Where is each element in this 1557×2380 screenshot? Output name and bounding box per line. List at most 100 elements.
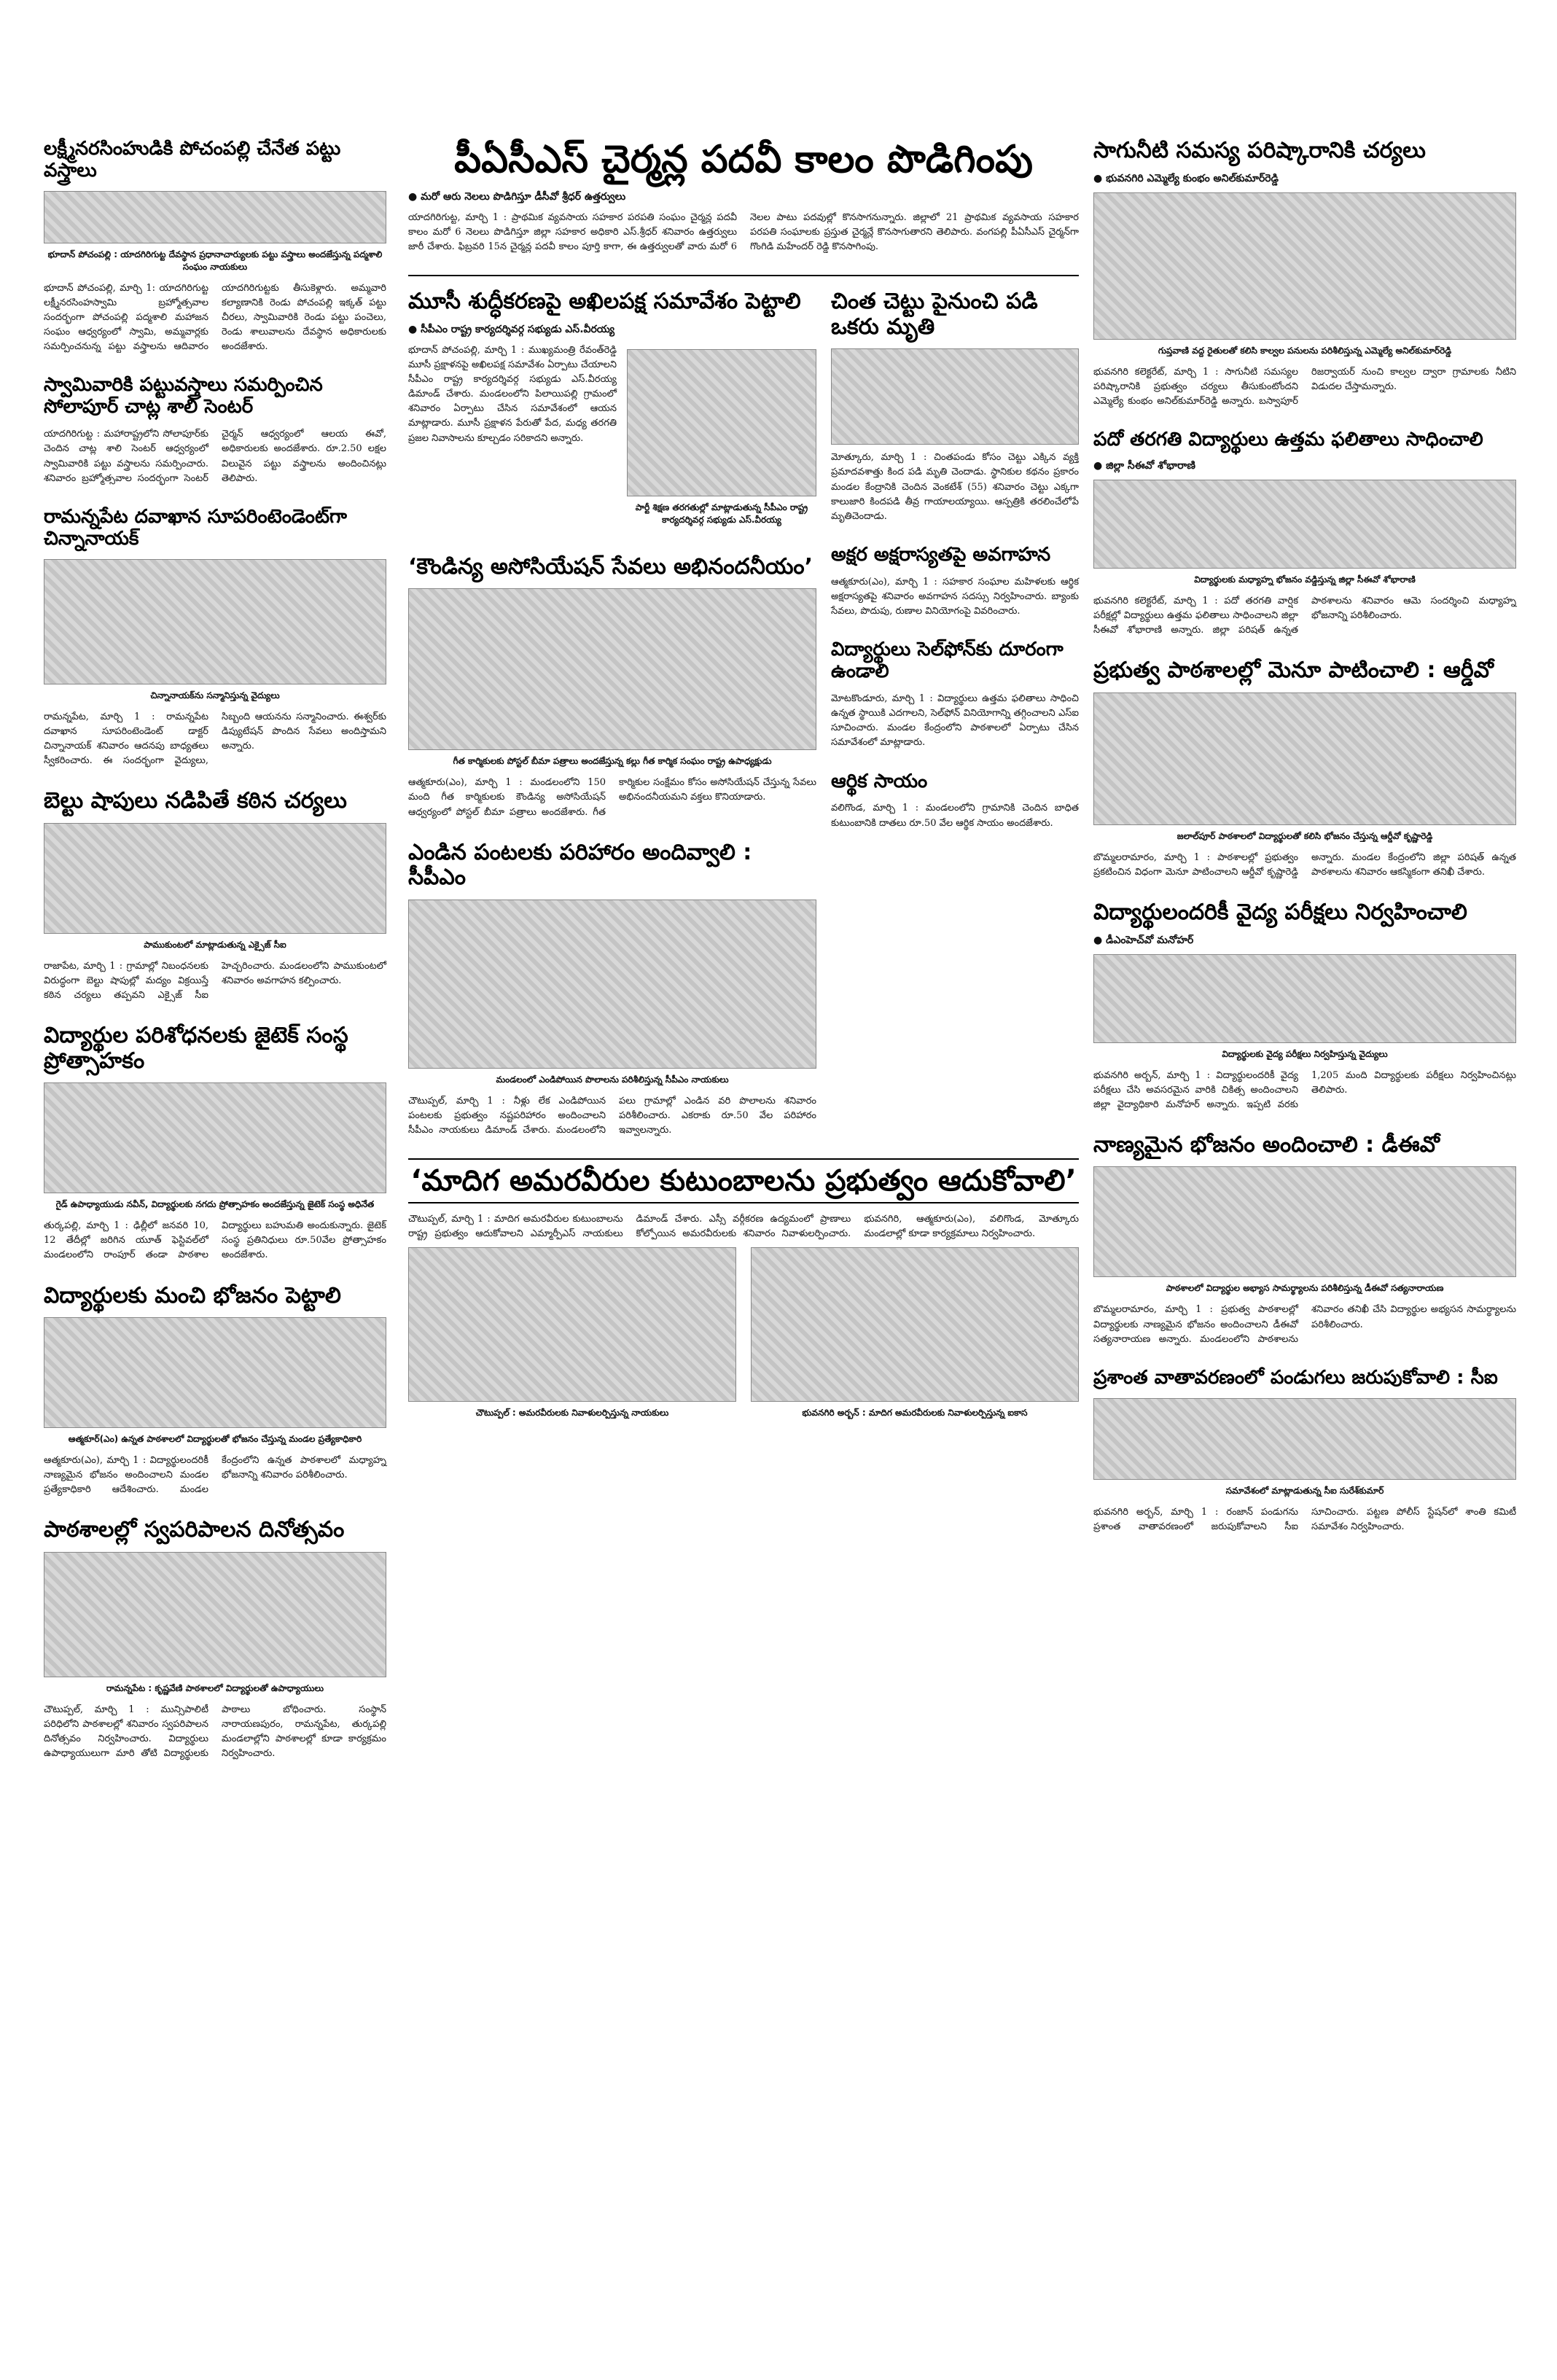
- right-article-headline: పదో తరగతి విద్యార్థులు ఉత్తమ ఫలితాలు సాధ…: [1093, 428, 1483, 450]
- right-article-headline: సాగునీటి సమస్య పరిష్కారానికి చర్యలు: [1093, 138, 1426, 163]
- left-article-caption: చిన్నానాయక్‌ను సన్మానిస్తున్న వైద్యులు: [150, 690, 280, 701]
- left-article-headline: విద్యార్థుల పరిశోధనలకు జైటెక్ సంస్థ ప్రో…: [44, 1023, 348, 1074]
- pacs-headline: పీఏసీఎస్ చైర్మన్ల పదవీ కాలం పొడిగింపు: [454, 138, 1033, 182]
- madiga-headline: ‘మాదిగ అమరవీరుల కుటుంబాలను ప్రభుత్వం ఆదు…: [408, 1158, 1079, 1204]
- right-article-article: పదో తరగతి విద్యార్థులు ఉత్తమ ఫలితాలు సాధ…: [1093, 429, 1516, 638]
- tree-body: మోత్కూరు, మార్చి 1 : చింతపండు కోసం చెట్ట…: [831, 452, 1079, 522]
- tree-article: చింత చెట్టు పైనుంచి పడి ఒకరు మృతి మోత్కూ…: [831, 289, 1079, 524]
- right-article-caption: సమావేశంలో మాట్లాడుతున్న సీఐ సురేశ్‌కుమార…: [1225, 1485, 1384, 1496]
- phone-article: విద్యార్థులు సెల్‌ఫోన్‌కు దూరంగా ఉండాలి …: [831, 639, 1079, 750]
- kaundinya-photo: [408, 588, 816, 751]
- left-article-article: బెల్టు షాపులు నడిపితే కఠిన చర్యలుపాముకుం…: [44, 789, 386, 1003]
- right-article-body: భువనగిరి కలెక్టరేట్, మార్చి 1 : పదో తరగత…: [1093, 595, 1516, 636]
- right-article-photo: [1093, 479, 1516, 569]
- kaundinya-article: ‘కౌండిన్య అసోసియేషన్ సేవలు అభినందనీయం’ గ…: [408, 553, 816, 820]
- right-article-caption: గుప్తవాణి వద్ద రైతులతో కలిసి కాల్వల పనుల…: [1158, 345, 1452, 356]
- crop-body: చౌటుప్పల్, మార్చి 1 : నీళ్లు లేక ఎండిపోయ…: [408, 1095, 816, 1136]
- left-article-photo: [44, 822, 386, 934]
- left-article-article: విద్యార్థులకు మంచి భోజనం పెట్టాలి ఆత్మకూర…: [44, 1282, 386, 1498]
- left-article-article: పాఠశాలల్లో స్వపరిపాలన దినోత్సవం రామన్నపేట…: [44, 1518, 386, 1761]
- right-article-headline: విద్యార్థులందరికీ వైద్య పరీక్షలు నిర్వహి…: [1093, 900, 1467, 926]
- madiga-caption-left: చౌటుప్పల్ : అమరవీరులకు నివాళులర్పిస్తున్…: [475, 1408, 669, 1419]
- left-article-body: యాదగిరిగుట్ట : మహారాష్ట్రలోని సోలాపూర్‌క…: [44, 429, 386, 484]
- left-article-photo: [44, 1551, 386, 1677]
- tree-headline: చింత చెట్టు పైనుంచి పడి ఒకరు మృతి: [831, 289, 1038, 340]
- right-article-photo: [1093, 1166, 1516, 1278]
- center-column: పీఏసీఎస్ చైర్మన్ల పదవీ కాలం పొడిగింపు మర…: [408, 138, 1079, 1448]
- kaundinya-body: ఆత్మకూరు(ఎం), మార్చి 1 : మండలంలోని 150 మ…: [408, 777, 816, 818]
- left-article-body: రాజాపేట, మార్చి 1 : గ్రామాల్లో నిబంధనలకు…: [44, 960, 386, 1001]
- left-article-article: రామన్నపేట దవాఖాన సూపరింటెండెంట్‌గా చిన్న…: [44, 505, 386, 768]
- kaundinya-headline: ‘కౌండిన్య అసోసియేషన్ సేవలు అభినందనీయం’: [408, 553, 813, 580]
- madiga-caption-right: భువనగిరి అర్బన్ : మాదిగ అమరవీరులకు నివాళ…: [802, 1408, 1028, 1419]
- right-article-article: నాణ్యమైన భోజనం అందించాలి : డీఈవో పాఠశాలలో…: [1093, 1131, 1516, 1347]
- right-article-photo: [1093, 1397, 1516, 1480]
- right-article-caption: జలాల్‌పూర్ పాఠశాలలో విద్యార్థులతో కలిసి …: [1176, 830, 1433, 841]
- right-article-headline: ప్రభుత్వ పాఠశాలల్లో మెనూ పాటించాలి : ఆర్…: [1093, 658, 1494, 684]
- left-article-headline: రామన్నపేట దవాఖాన సూపరింటెండెంట్‌గా చిన్న…: [44, 505, 347, 550]
- musi-caption: పార్టీ శిక్షణ తరగతుల్లో మాట్లాడుతున్న సీ…: [635, 502, 808, 525]
- right-article-article: విద్యార్థులందరికీ వైద్య పరీక్షలు నిర్వహి…: [1093, 900, 1516, 1112]
- left-article-headline: విద్యార్థులకు మంచి భోజనం పెట్టాలి: [44, 1282, 341, 1308]
- right-article-body: భువనగిరి అర్బన్, మార్చి 1 : విద్యార్థులం…: [1093, 1069, 1516, 1110]
- left-article-caption: ఆత్మకూర్(ఎం) ఉన్నత పాఠశాలలో విద్యార్థులత…: [68, 1434, 362, 1445]
- musi-photo: [627, 348, 816, 496]
- right-article-body: బొమ్మలరామారం, మార్చి 1 : ప్రభుత్వ పాఠశాల…: [1093, 1304, 1516, 1345]
- left-article-headline: స్వామివారికి పట్టువస్త్రాలు సమర్పించిన స…: [44, 374, 323, 418]
- left-article-article: స్వామివారికి పట్టువస్త్రాలు సమర్పించిన స…: [44, 375, 386, 485]
- left-article-body: చౌటుప్పల్, మార్చి 1 : మున్సిపాలిటీ పరిధి…: [44, 1704, 386, 1760]
- crop-caption: మండలంలో ఎండిపోయిన పొలాలను పరిశీలిస్తున్న…: [496, 1074, 729, 1085]
- left-article-headline: పాఠశాలల్లో స్వపరిపాలన దినోత్సవం: [44, 1517, 345, 1543]
- right-article-caption: విద్యార్థులకు మధ్యాహ్న భోజనం వడ్డిస్తున్…: [1194, 574, 1416, 585]
- right-article-article: ప్రశాంత వాతావరణంలో పండుగలు జరుపుకోవాలి :…: [1093, 1367, 1516, 1534]
- divider: [408, 275, 1079, 277]
- left-article-article: లక్ష్మీనరసింహుడికి పోచంపల్లి చేనేత పట్టు…: [44, 138, 386, 354]
- left-article-photo: [44, 1317, 386, 1429]
- madiga-photo-left: [408, 1247, 736, 1402]
- left-article-caption: గైడ్ ఉపాధ్యాయుడు నవీన్, విద్యార్థులకు నగ…: [55, 1199, 375, 1210]
- madiga-body: చౌటుప్పల్, మార్చి 1 : మాదిగ అమరవీరుల కుట…: [408, 1214, 1079, 1240]
- crop-photo: [408, 899, 816, 1069]
- pacs-subheadline: మరో ఆరు నెలలు పొడిగిస్తూ డీసీవో శ్రీధర్ …: [408, 191, 1079, 205]
- left-article-headline: లక్ష్మీనరసింహుడికి పోచంపల్లి చేనేత పట్టు…: [44, 138, 341, 182]
- literacy-headline: అక్షర అక్షరాస్యతపై అవగాహన: [831, 543, 1051, 566]
- left-article-body: ఆత్మకూరు(ఎం), మార్చి 1 : విద్యార్థులందరి…: [44, 1455, 386, 1496]
- right-article-headline: నాణ్యమైన భోజనం అందించాలి : డీఈవో: [1093, 1131, 1440, 1158]
- left-article-body: భూదాన్ పోచంపల్లి, మార్చి 1: యాదగిరిగుట్ట…: [44, 282, 386, 353]
- right-article-photo: [1093, 692, 1516, 825]
- left-article-photo: [44, 558, 386, 684]
- kaundinya-caption: గీత కార్మికులకు పోస్టల్ బీమా పత్రాలు అంద…: [453, 756, 772, 767]
- left-article-article: విద్యార్థుల పరిశోధనలకు జైటెక్ సంస్థ ప్రో…: [44, 1023, 386, 1263]
- aid-headline: ఆర్థిక సాయం: [831, 770, 928, 792]
- left-article-body: తుర్కపల్లి, మార్చి 1 : ఢిల్లీలో జనవరి 10…: [44, 1220, 386, 1261]
- pacs-body: యాదగిరిగుట్ట, మార్చి 1 : ప్రాథమిక వ్యవసా…: [408, 211, 1079, 253]
- literacy-body: ఆత్మకూరు(ఎం), మార్చి 1 : సహకార సంఘాల మహి…: [831, 576, 1079, 617]
- tree-photo: [831, 348, 1079, 445]
- musi-subheadline: సీపీఎం రాష్ట్ర కార్యదర్శివర్గ సభ్యుడు ఎస…: [408, 324, 816, 338]
- madiga-article: ‘మాదిగ అమరవీరుల కుటుంబాలను ప్రభుత్వం ఆదు…: [408, 1158, 1079, 1427]
- left-article-caption: భూదాన్ పోచంపల్లి : యాదగిరిగుట్ట దేవస్థాన…: [47, 249, 383, 272]
- left-article-caption: రామన్నపేట : కృష్ణవేణి పాఠశాలలో విద్యార్థ…: [106, 1682, 324, 1693]
- crop-article: ఎండిన పంటలకు పరిహారం అందివ్వాలి : సీపీఎం…: [408, 840, 816, 1138]
- musi-headline: మూసీ శుద్ధీకరణపై అఖిలపక్ష సమావేశం పెట్టా…: [408, 289, 801, 315]
- musi-article: మూసీ శుద్ధీకరణపై అఖిలపక్ష సమావేశం పెట్టా…: [408, 289, 816, 534]
- right-article-caption: విద్యార్థులకు వైద్య పరీక్షలు నిర్వహిస్తు…: [1222, 1048, 1388, 1059]
- right-article-body: బొమ్మలరామారం, మార్చి 1 : పాఠశాలల్లో ప్రభ…: [1093, 851, 1516, 878]
- crop-headline: ఎండిన పంటలకు పరిహారం అందివ్వాలి : సీపీఎం: [408, 839, 752, 891]
- left-article-body: రామన్నపేట, మార్చి 1 : రామన్నపేట దవాఖాన స…: [44, 711, 386, 767]
- right-article-subheadline: భువనగిరి ఎమ్మెల్యే కుంభం అనిల్‌కుమార్‌రె…: [1093, 173, 1516, 187]
- right-article-body: భువనగిరి కలెక్టరేట్, మార్చి 1 : సాగునీటి…: [1093, 366, 1516, 407]
- right-article-article: సాగునీటి సమస్య పరిష్కారానికి చర్యలు భువనగ…: [1093, 138, 1516, 409]
- right-article-body: భువనగిరి అర్బన్, మార్చి 1 : రంజాన్ పండుగ…: [1093, 1506, 1516, 1532]
- right-article-caption: పాఠశాలలో విద్యార్థుల అభ్యాస సామర్థ్యాలను…: [1166, 1283, 1444, 1294]
- aid-body: వలిగొండ, మార్చి 1 : మండలంలోని గ్రామానికి…: [831, 803, 1079, 829]
- literacy-article: అక్షర అక్షరాస్యతపై అవగాహన ఆత్మకూరు(ఎం), …: [831, 543, 1079, 619]
- left-article-caption: పాముకుంటలో మాట్లాడుతున్న ఎక్సైజ్ సీఐ: [144, 939, 286, 950]
- right-article-article: ప్రభుత్వ పాఠశాలల్లో మెనూ పాటించాలి : ఆర్…: [1093, 658, 1516, 880]
- pacs-article: పీఏసీఎస్ చైర్మన్ల పదవీ కాలం పొడిగింపు మర…: [408, 138, 1079, 254]
- phone-body: మోటకొండూరు, మార్చి 1 : విద్యార్థులు ఉత్త…: [831, 693, 1079, 749]
- left-article-photo: [44, 1082, 386, 1194]
- right-article-photo: [1093, 192, 1516, 340]
- right-article-photo: [1093, 953, 1516, 1043]
- right-article-subheadline: జిల్లా సీఈవో శోభారాణి: [1093, 460, 1516, 474]
